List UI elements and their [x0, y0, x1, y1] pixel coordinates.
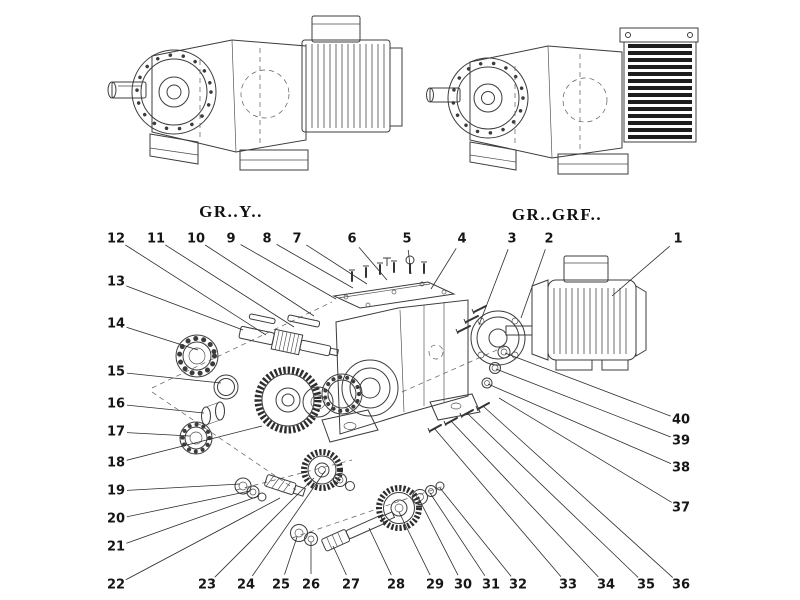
leader-line-40: [504, 352, 671, 417]
pinion-cluster: [234, 449, 355, 502]
part-callout-7: 7: [292, 231, 302, 247]
leader-line-19: [126, 483, 241, 491]
part-callout-1: 1: [673, 231, 683, 247]
leader-line-16: [126, 404, 205, 414]
part-callout-16: 16: [106, 396, 126, 412]
leader-line-38: [487, 383, 672, 464]
part-callout-2: 2: [544, 231, 554, 247]
housing: [321, 299, 481, 443]
part-callout-12: 12: [106, 231, 126, 247]
part-callout-23: 23: [197, 577, 217, 593]
view-label-gr-y: GR..Y..: [199, 202, 263, 221]
part-callout-14: 14: [106, 316, 126, 332]
leader-line-2: [520, 249, 546, 319]
leader-line-28: [368, 527, 392, 576]
input-shaft: [238, 313, 340, 357]
part-callout-8: 8: [262, 231, 272, 247]
leader-line-25: [284, 536, 298, 575]
leader-line-8: [276, 244, 354, 289]
leader-line-39: [495, 368, 671, 438]
part-callout-30: 30: [453, 577, 473, 593]
output-shaft-cluster: [290, 481, 445, 552]
leader-line-10: [204, 244, 315, 317]
leader-line-5: [407, 249, 412, 275]
leader-line-22: [125, 497, 281, 581]
part-callout-40: 40: [671, 412, 691, 428]
leader-line-31: [429, 492, 486, 577]
leader-line-4: [430, 248, 457, 290]
top-cover: [332, 255, 456, 309]
leader-lines: [125, 244, 674, 581]
part-callout-5: 5: [402, 231, 412, 247]
leader-line-29: [398, 511, 431, 576]
part-callout-9: 9: [226, 231, 236, 247]
part-callout-32: 32: [508, 577, 528, 593]
leader-line-30: [418, 498, 459, 576]
leader-line-35: [466, 412, 639, 578]
leader-line-6: [358, 247, 388, 281]
leader-line-11: [165, 244, 295, 328]
leader-line-3: [478, 249, 509, 326]
leader-line-21: [126, 495, 260, 544]
leader-line-34: [450, 420, 599, 578]
part-callout-33: 33: [558, 577, 578, 593]
part-callout-10: 10: [186, 231, 206, 247]
part-callout-24: 24: [236, 577, 256, 593]
leader-line-37: [498, 397, 672, 503]
part-callout-17: 17: [106, 424, 126, 440]
part-callout-34: 34: [596, 577, 616, 593]
view-label-gr-grf: GR..GRF..: [511, 205, 603, 224]
part-callout-22: 22: [106, 577, 126, 593]
part-callout-25: 25: [271, 577, 291, 593]
part-callout-13: 13: [106, 274, 126, 290]
leader-line-23: [214, 477, 315, 578]
leader-line-20: [126, 490, 251, 518]
part-callout-27: 27: [341, 577, 361, 593]
part-callout-28: 28: [386, 577, 406, 593]
part-callout-20: 20: [106, 511, 126, 527]
leader-line-14: [126, 326, 199, 351]
intermediate-gear: [254, 366, 363, 434]
part-callout-21: 21: [106, 539, 126, 555]
leader-line-33: [433, 427, 562, 577]
leader-line-32: [439, 487, 512, 577]
part-callout-15: 15: [106, 364, 126, 380]
leader-line-17: [126, 432, 191, 437]
part-callout-18: 18: [106, 455, 126, 471]
leader-line-15: [126, 372, 222, 384]
part-callout-31: 31: [481, 577, 501, 593]
part-callout-29: 29: [425, 577, 445, 593]
bearings-left: [175, 334, 239, 455]
part-callout-6: 6: [347, 231, 357, 247]
part-callout-19: 19: [106, 483, 126, 499]
assembled-view-gr-y: [107, 15, 403, 171]
part-callout-38: 38: [671, 460, 691, 476]
part-callout-4: 4: [457, 231, 467, 247]
leader-line-12: [125, 244, 267, 336]
part-callout-11: 11: [146, 231, 166, 247]
part-callout-3: 3: [507, 231, 517, 247]
part-callout-36: 36: [671, 577, 691, 593]
motor-flange: [455, 305, 526, 389]
leader-line-9: [240, 244, 337, 300]
part-callout-37: 37: [671, 500, 691, 516]
part-callout-35: 35: [636, 577, 656, 593]
motor: [505, 255, 647, 371]
leader-line-36: [482, 405, 674, 578]
leader-line-27: [332, 545, 347, 576]
part-callout-39: 39: [671, 433, 691, 449]
leader-line-13: [126, 285, 244, 331]
exploded-view: [125, 244, 674, 581]
assembled-view-gr-grf: [426, 27, 699, 175]
part-callout-26: 26: [301, 577, 321, 593]
leader-line-7: [306, 244, 368, 285]
leader-line-24: [251, 470, 326, 577]
leader-line-18: [126, 425, 263, 461]
leader-line-1: [611, 245, 670, 297]
